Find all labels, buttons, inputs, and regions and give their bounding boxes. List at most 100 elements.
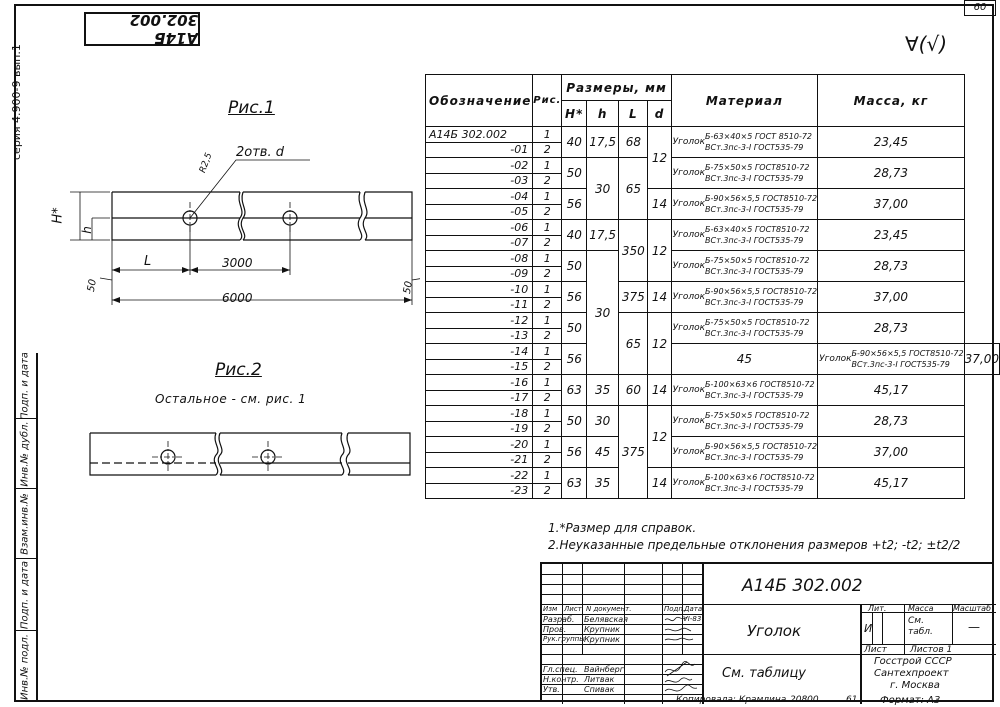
row-fig: 2 — [532, 389, 563, 406]
cell-d: 14 — [647, 467, 672, 499]
cell-H: 50 — [561, 250, 588, 282]
strip-cell-5: Инв.№ подл. — [19, 633, 31, 700]
tb-org-1: Госстрой СССР — [874, 656, 952, 667]
cell-d: 12 — [647, 312, 672, 375]
row-designation: А14Б 302.002 — [424, 126, 534, 143]
tb-role: Рук.группы — [543, 635, 585, 643]
tb-role: Пров. — [543, 625, 567, 634]
title-block: А14Б 302.002 Изм Лист N документ. Подп. … — [540, 562, 996, 704]
left-strip: Подп. и дата Инв.№ дубл. Взам.инв.№ Подп… — [14, 353, 38, 702]
fig2-title: Рис.2 — [215, 360, 262, 380]
row-designation: -14 — [424, 343, 534, 360]
tb-org-3: г. Москва — [890, 680, 940, 691]
row-fig: 1 — [532, 188, 563, 205]
note-1: 1.*Размер для справок. — [548, 521, 697, 535]
row-fig: 2 — [532, 203, 563, 220]
cell-mass: 23,45 — [817, 126, 965, 158]
cell-h: 17,5 — [586, 126, 620, 158]
cell-L: 375 — [618, 405, 649, 499]
cell-H: 56 — [561, 281, 588, 313]
footer-copied-by: Копировала: Крамлина — [676, 695, 787, 705]
row-fig: 2 — [532, 327, 563, 344]
cell-L: 60 — [618, 374, 649, 406]
cell-H: 40 — [561, 126, 588, 158]
cell-h: 17,5 — [586, 219, 620, 251]
cell-h: 30 — [586, 157, 620, 220]
row-fig: 2 — [532, 141, 563, 158]
roughness-mark: ∀(√) — [905, 32, 948, 56]
row-designation: -22 — [424, 467, 534, 484]
parts-table: Обозначение Рис. Размеры, мм Материал Ма… — [424, 74, 1000, 499]
fig1-dim-L: L — [144, 254, 152, 269]
row-fig: 2 — [532, 358, 563, 375]
row-fig: 1 — [532, 374, 563, 391]
cell-h: 45 — [586, 436, 620, 468]
cell-H: 56 — [561, 188, 588, 220]
cell-mass: 37,00 — [963, 343, 1000, 375]
footer-order-no: 20800 — [790, 695, 819, 705]
header-dimensions: Размеры, мм — [561, 74, 672, 101]
cell-H: 50 — [561, 405, 588, 437]
strip-cell-4: Подп. и дата — [14, 559, 36, 631]
sheet-number: 60 — [964, 0, 996, 16]
header-designation: Обозначение — [424, 74, 534, 127]
header-h: h — [586, 100, 620, 127]
strip-cell-2: Инв.№ дубл. — [14, 419, 36, 489]
tb-name: Литвак — [584, 675, 615, 684]
tb-sheet-label: Лист — [864, 645, 887, 655]
cell-H: 56 — [561, 343, 588, 375]
row-fig: 1 — [532, 281, 563, 298]
cell-d: 14 — [647, 281, 672, 313]
cell-H: 40 — [561, 219, 588, 251]
row-designation: -10 — [424, 281, 534, 298]
row-designation: -17 — [424, 389, 534, 406]
tb-role: Н.контр. — [543, 675, 579, 684]
row-designation: -16 — [424, 374, 534, 391]
row-designation: -18 — [424, 405, 534, 422]
row-designation: -15 — [424, 358, 534, 375]
tb-scale-label: Масштаб — [953, 604, 992, 613]
cell-mass: 28,73 — [817, 405, 965, 437]
tb-role: Разраб. — [543, 615, 575, 624]
series-label: серия 4.900-9 вып.1 — [10, 44, 23, 160]
tb-role: Утв. — [543, 685, 560, 694]
row-fig: 2 — [532, 234, 563, 251]
row-fig: 1 — [532, 343, 563, 360]
cell-mass: 45,17 — [817, 374, 965, 406]
row-fig: 2 — [532, 172, 563, 189]
top-stamp-text: А14Б 302.002 — [129, 11, 198, 47]
cell-H: 50 — [561, 157, 588, 189]
header-material: Материал — [670, 74, 819, 127]
cell-H: 50 — [561, 312, 588, 344]
cell-mass: 28,73 — [817, 157, 965, 189]
cell-mass: 28,73 — [817, 250, 965, 282]
row-fig: 1 — [532, 157, 563, 174]
row-fig: 2 — [532, 482, 563, 499]
fig1-drawing — [70, 159, 420, 305]
row-designation: -03 — [424, 172, 534, 189]
tb-stage-value: И — [864, 622, 873, 635]
tb-scale-value: — — [968, 620, 980, 634]
cell-mass: 37,00 — [817, 281, 965, 313]
cell-mass: 37,00 — [817, 436, 965, 468]
row-designation: -12 — [424, 312, 534, 329]
header-fig: Рис. — [532, 74, 563, 127]
fig2-drawing — [89, 432, 411, 476]
cell-L: 65 — [618, 312, 649, 375]
header-d: d — [647, 100, 672, 127]
top-stamp: А14Б 302.002 — [84, 11, 200, 47]
cell-d: 14 — [647, 188, 672, 220]
row-designation: -02 — [424, 157, 534, 174]
cell-L: 68 — [618, 126, 649, 158]
cell-L: 350 — [618, 219, 649, 282]
fig1-dim-3000: 3000 — [222, 256, 253, 270]
row-designation: -23 — [424, 482, 534, 499]
row-designation: -05 — [424, 203, 534, 220]
row-designation: -20 — [424, 436, 534, 453]
